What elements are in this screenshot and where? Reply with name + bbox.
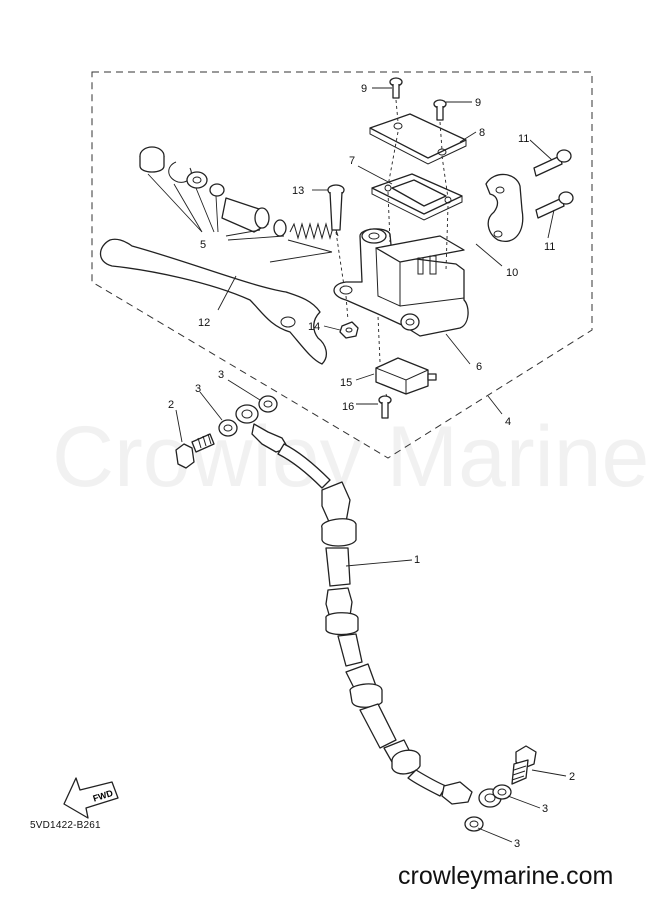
brake-hose[interactable]	[235, 404, 502, 808]
cap-screw-left[interactable]	[389, 77, 403, 99]
callout-14: 14	[308, 321, 320, 333]
watermark-text: Crowley Marine	[52, 409, 650, 505]
piston[interactable]	[221, 197, 270, 233]
callout-4: 4	[505, 416, 511, 428]
reservoir-cap[interactable]	[369, 113, 467, 165]
callout-3: 3	[514, 838, 520, 850]
lever-pivot-nut[interactable]	[339, 321, 359, 339]
callout-15: 15	[340, 377, 352, 389]
master-cylinder-holder[interactable]	[485, 173, 524, 242]
assembly-boundary	[91, 71, 593, 459]
screw-axis-lines	[387, 99, 449, 271]
site-url: crowleymarine.com	[398, 862, 614, 890]
pivot-axis-line	[335, 231, 349, 321]
callout-labels: 9 9 8 7 11 11 10 13 5 12 14 6 15 16 4 3 …	[168, 83, 575, 850]
callout-7: 7	[349, 155, 355, 167]
callout-6: 6	[476, 361, 482, 373]
holder-bolt-upper[interactable]	[533, 149, 572, 177]
callout-16: 16	[342, 401, 354, 413]
union-bolt-bottom[interactable]	[511, 745, 537, 785]
callout-11: 11	[518, 133, 529, 145]
master-cylinder-body[interactable]	[333, 228, 469, 337]
callout-13: 13	[292, 185, 304, 197]
callout-9: 9	[475, 97, 481, 109]
callout-12: 12	[198, 317, 210, 329]
callout-5: 5	[200, 239, 206, 251]
washer-small[interactable]	[186, 171, 208, 189]
copper-washer-bottom-lower[interactable]	[464, 816, 484, 832]
copper-washer-bottom-upper[interactable]	[492, 784, 512, 800]
lever-bushing[interactable]	[139, 146, 165, 173]
piston-cup[interactable]	[273, 219, 287, 237]
o-ring[interactable]	[209, 183, 225, 197]
callout-3: 3	[195, 383, 201, 395]
callout-3: 3	[542, 803, 548, 815]
callout-11: 11	[544, 241, 555, 253]
front-brake-switch[interactable]	[375, 357, 437, 395]
leader-lines	[175, 87, 567, 843]
switch-screw[interactable]	[378, 395, 392, 419]
callout-2: 2	[569, 771, 575, 783]
callout-8: 8	[479, 127, 485, 139]
callout-9: 9	[361, 83, 367, 95]
holder-bolt-lower[interactable]	[535, 191, 574, 219]
copper-washer-top-left[interactable]	[218, 419, 238, 437]
union-bolt-top[interactable]	[175, 433, 215, 469]
return-spring[interactable]	[287, 222, 339, 253]
callout-2: 2	[168, 399, 174, 411]
forward-arrow-icon: FWD	[63, 777, 119, 819]
reservoir-diaphragm[interactable]	[371, 173, 463, 221]
drawing-code: 5VD1422-B261	[30, 820, 101, 831]
callout-1: 1	[414, 554, 420, 566]
callout-10: 10	[506, 267, 518, 279]
brake-lever[interactable]	[99, 238, 328, 365]
leader-5	[147, 173, 333, 263]
copper-washer-top-right[interactable]	[258, 395, 278, 413]
lever-pivot-bolt[interactable]	[327, 184, 345, 231]
switch-axis-line	[377, 315, 389, 401]
cap-screw-right[interactable]	[433, 99, 447, 121]
callout-3: 3	[218, 369, 224, 381]
